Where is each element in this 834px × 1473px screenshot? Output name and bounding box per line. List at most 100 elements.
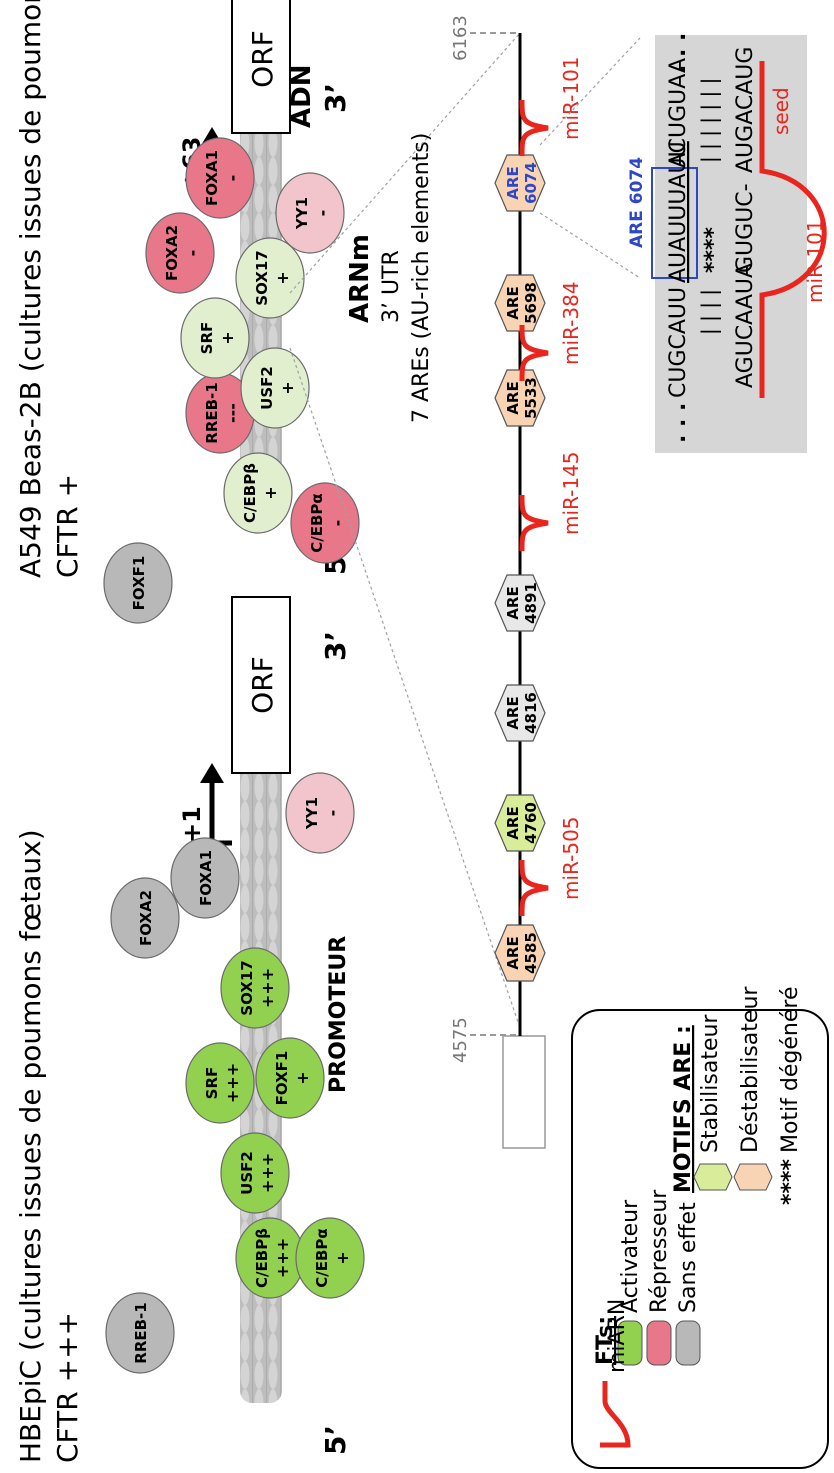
right-factor-shape [275,172,345,254]
left-factor-effect: +++ [223,1063,242,1103]
left-cftr: CFTR +++ [51,1312,84,1463]
right-factor-name: C/EBPβ [241,463,259,523]
left-factor-name: SOX17 [238,960,256,1015]
left-factor-shape [255,1037,325,1119]
right-factor-name: USF2 [258,366,276,410]
left-factor-name: YY1 [303,797,321,830]
right-factor-shape [223,452,293,534]
right-factor-name: FOXF1 [130,556,148,611]
right-factor-yy1: YY1- [275,172,345,254]
right-factor-effect: --- [223,403,242,423]
are-shape [494,154,546,212]
detail-are-label: ARE 6074 [627,157,647,248]
right-cftr: CFTR + [51,474,84,578]
left-factor-effect: +++ [258,1153,277,1193]
detail-top-seq-post: ACUGUAA [666,58,691,168]
mirna-label: miR-505 [559,816,583,900]
right-factor-effect: + [273,271,292,284]
mirna-label: miR-101 [559,56,583,140]
legend-stabilizer-label: Stabilisateur [698,1014,723,1153]
mrna-utr: 3’ UTR [379,250,404,323]
right-factor-shape [145,212,215,294]
mirna-label: miR-384 [559,281,583,365]
detail-top-seq-boxed: AUAUUUAUU [666,141,691,283]
are-name: ARE [504,166,522,199]
legend-repressor-swatch [646,1320,672,1366]
left-factor-name: RREB-1 [132,1302,150,1363]
left-promoter-label: PROMOTEUR [326,936,351,1093]
are-shape [494,924,546,982]
left-factor-name: C/EBPα [313,1228,331,1287]
mrna-end-pos: 6163 [450,15,471,61]
right-factor-usf2: USF2+ [240,347,310,429]
right-dna-label: ADN [287,65,317,128]
left-tss-label: +1 [178,806,206,843]
right-factor-foxa1: FOXA1- [185,137,255,219]
mirna-mir-145: miR-145 [519,451,583,552]
legend-stabilizer-swatch [693,1163,733,1191]
right-factor-name: SOX17 [253,250,271,305]
right-factor-foxa2: FOXA2- [145,212,215,294]
legend-degenerate-label: Motif dégénéré [778,987,803,1154]
left-factor-rreb-1: RREB-1 [105,1292,175,1374]
legend-activator-label: Activateur [618,1199,643,1313]
detail-bottom-mid: GUGUC- [733,183,758,273]
right-factor-shape [180,297,250,379]
right-factor-name: RREB-1 [203,382,221,443]
legend-mirna-label: miARN [605,1299,630,1373]
left-factor-sox17: SOX17+++ [220,947,290,1029]
are-pos: 5698 [522,282,540,324]
are-pos: 6074 [522,162,540,204]
legend-activator-swatch [617,1320,643,1366]
legend: FTs: Activateur Répresseur Sans effet mi… [571,986,829,1469]
left-factor-usf2: USF2+++ [220,1132,290,1214]
are-name: ARE [504,936,522,969]
legend-mirna-icon [600,1381,631,1448]
are-pos: 4585 [522,932,540,974]
legend-stars: **** [778,1158,803,1205]
left-orf-label: ORF [246,656,279,714]
left-factor-name: USF2 [238,1151,256,1195]
are-pos: 4760 [522,802,540,844]
right-factor-c-ebp: C/EBPα- [290,482,360,564]
right-factor-effect: + [278,381,297,394]
are-shape [494,794,546,852]
left-tss-arrowhead [200,763,224,783]
mrna-ares-note: 7 AREs (AU-rich elements) [409,133,434,423]
legend-destabilizer-swatch [733,1163,773,1191]
detail-zoom-line-left [539,212,641,279]
left-factor-shape [220,947,290,1029]
mirna-mir-505: miR-505 [519,816,583,917]
legend-repressor-label: Répresseur [647,1189,672,1313]
detail-bottom-right: AUGACAUG [733,47,758,173]
right-factor-name: FOXA2 [163,225,181,281]
right-title: A549 Beas-2B (cultures issues de poumons… [14,0,47,578]
right-factor-name: YY1 [293,197,311,230]
left-factor-effect: +++ [258,968,277,1008]
left-title: HBEpiC (cultures issues de poumons fœtau… [14,829,47,1463]
right-factor-effect: - [223,175,242,182]
are-shape [494,274,546,332]
right-factor-foxf1: FOXF1 [103,542,173,624]
right-factor-sox17: SOX17+ [235,237,305,319]
left-factor-name: FOXA2 [137,890,155,946]
legend-neutral-label: Sans effet [676,1202,701,1313]
are-name: ARE [504,696,522,729]
left-factor-effect: +++ [273,1238,292,1278]
mirna-mir-384: miR-384 [519,281,583,382]
legend-destabilizer-label: Déstabilisateur [738,986,763,1153]
right-three-prime: 3’ [319,83,352,113]
left-factor-shape [285,772,355,854]
left-factor-effect: - [323,810,342,817]
detail-seed-label: seed [769,87,793,135]
right-factor-shape [103,542,173,624]
detail-top-seq-pre: CUGCAUU [666,287,691,398]
left-tss-arrow [209,783,232,846]
right-orf-label: ORF [246,30,279,88]
left-factor-shape [110,877,180,959]
